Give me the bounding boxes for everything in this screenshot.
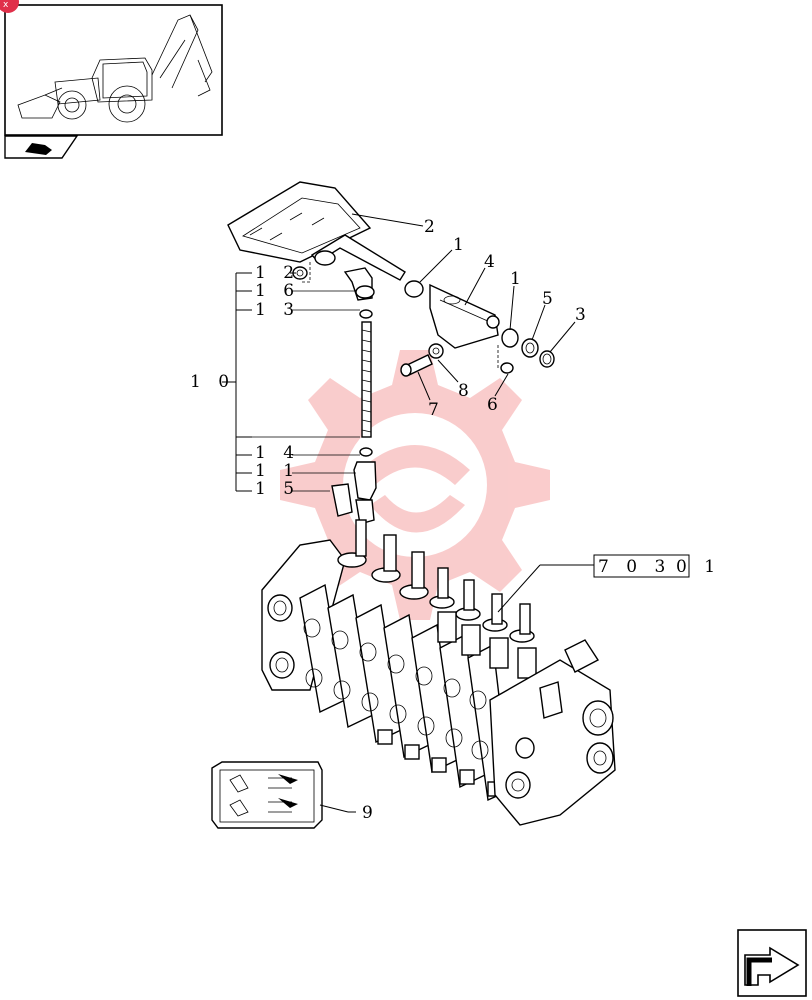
corner-badge-icon: x bbox=[0, 0, 19, 13]
callout-1-lower: 1 bbox=[510, 269, 521, 289]
machine-thumbnail bbox=[4, 4, 223, 136]
callout-4: 4 bbox=[484, 252, 495, 272]
callout-10: 1 0 bbox=[190, 372, 235, 392]
callout-3: 3 bbox=[575, 305, 586, 325]
control-valve-bank bbox=[261, 519, 616, 826]
callout-labels: 2 1 4 1 5 3 8 7 6 1 2 1 6 1 3 1 0 1 4 1 … bbox=[190, 217, 586, 823]
callout-2: 2 bbox=[424, 217, 435, 237]
callout-16: 1 6 bbox=[255, 281, 300, 301]
callout-6: 6 bbox=[487, 395, 498, 415]
callout-11: 1 1 bbox=[255, 461, 300, 481]
callout-7: 7 bbox=[428, 400, 439, 420]
callout-14: 1 4 bbox=[255, 443, 300, 463]
reference-box: 7 0 3 0 1 bbox=[593, 554, 721, 578]
svg-text:x: x bbox=[3, 0, 9, 10]
callout-13: 1 3 bbox=[255, 300, 300, 320]
reference-sheet: 0 1 bbox=[676, 557, 721, 577]
callout-1-upper: 1 bbox=[453, 235, 464, 255]
section-tab-icon bbox=[4, 135, 79, 159]
callout-8: 8 bbox=[458, 381, 469, 401]
next-page-arrow-icon[interactable] bbox=[737, 929, 807, 997]
threaded-rod-part bbox=[361, 321, 372, 438]
rod-end-parts bbox=[292, 266, 375, 319]
pedal-bracket-part bbox=[400, 280, 555, 377]
watermark-gear-logo bbox=[280, 350, 550, 620]
callout-12: 1 2 bbox=[255, 263, 300, 283]
callout-15: 1 5 bbox=[255, 479, 300, 499]
pedal-part bbox=[227, 181, 406, 281]
callout-9: 9 bbox=[362, 803, 373, 823]
callout-5: 5 bbox=[542, 289, 553, 309]
clevis-parts bbox=[331, 447, 377, 525]
reference-code: 7 0 3 bbox=[598, 557, 671, 577]
decal-label-part bbox=[211, 761, 323, 829]
leader-lines bbox=[222, 213, 594, 813]
